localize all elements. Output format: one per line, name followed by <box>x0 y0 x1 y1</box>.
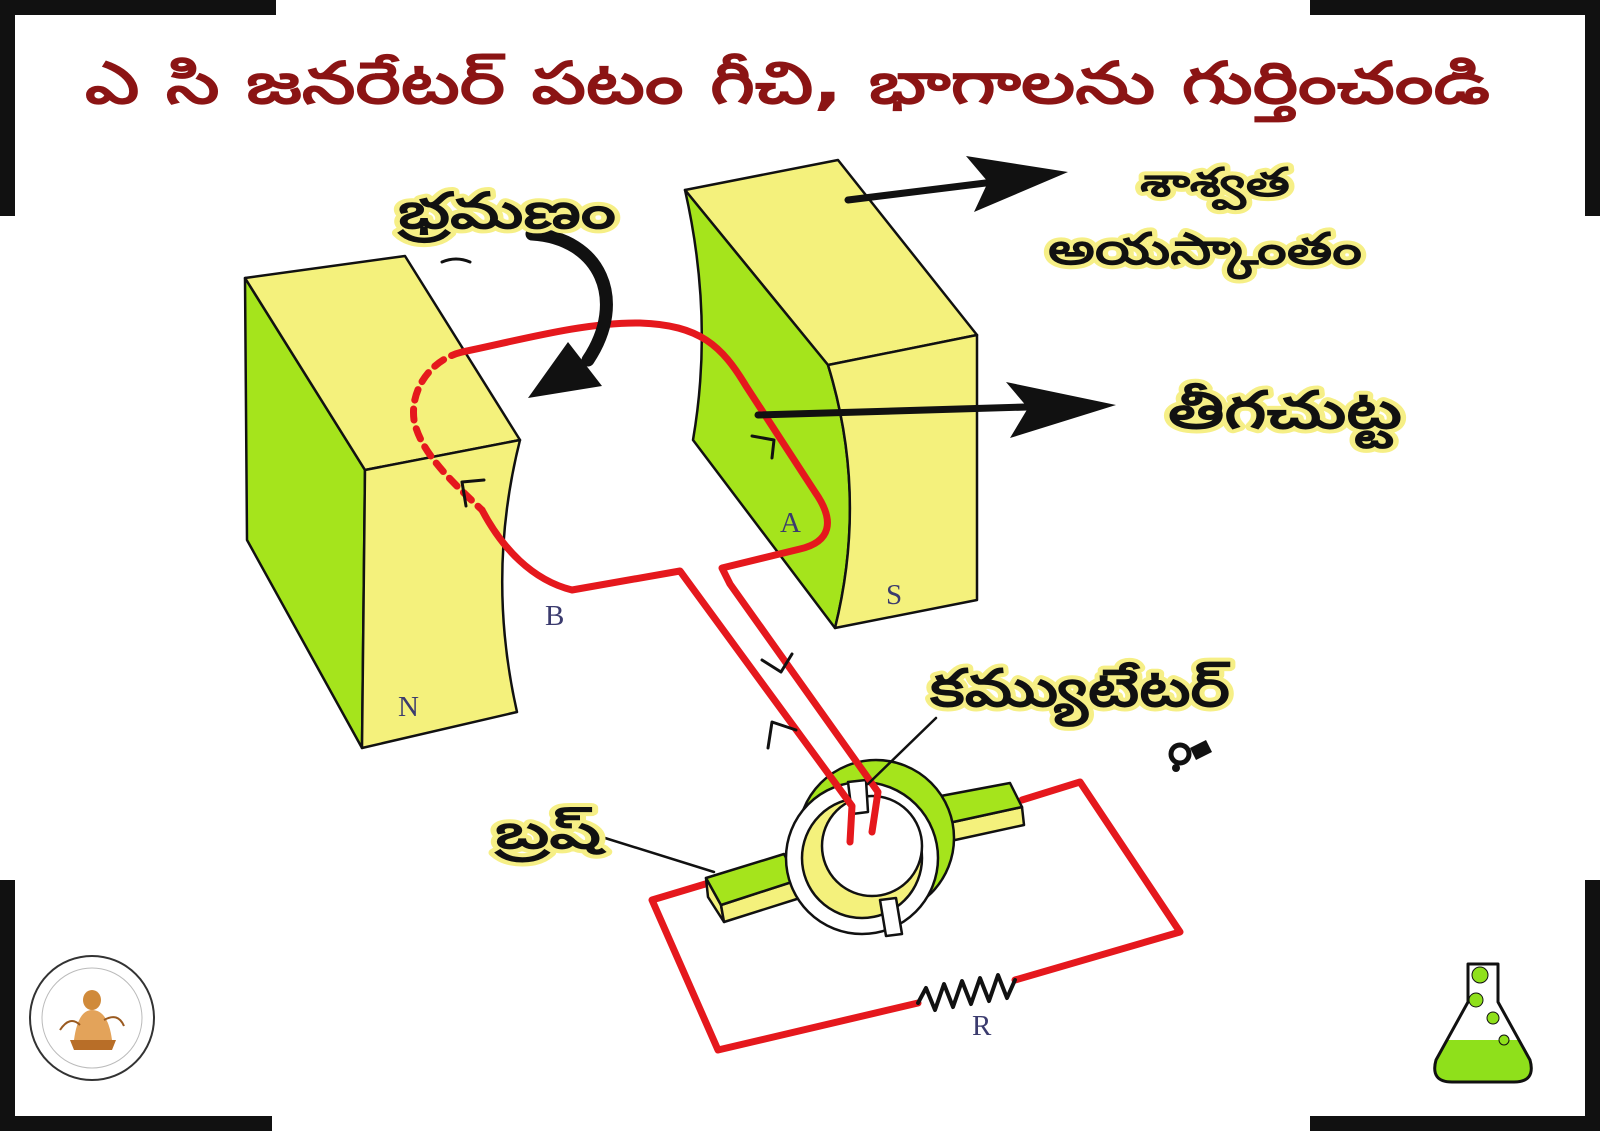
coil-side-a <box>458 319 882 836</box>
brush-leader-line <box>603 836 716 874</box>
page-title: ఎ సి జనరేటర్ పటం గీచి, భాగాలను గుర్తించం… <box>85 49 1490 123</box>
coil <box>410 319 882 846</box>
rotation-label: భ్రమణం <box>396 182 616 244</box>
coil-label: తీగచుట్ట <box>1168 381 1402 449</box>
coil-side-b <box>478 506 856 846</box>
coil-side-b-marker: B <box>545 600 564 632</box>
north-magnet <box>243 254 522 750</box>
split-ring-commutator <box>784 758 956 938</box>
external-circuit <box>648 778 1184 1054</box>
magnet-pointer-arrow-icon <box>844 156 1068 212</box>
resistor <box>916 973 1017 1012</box>
conical-flask-icon <box>1433 962 1533 1084</box>
north-magnet-front-face <box>360 438 522 750</box>
south-pole-marker: S <box>886 579 902 611</box>
left-brush <box>704 852 802 924</box>
coil-side-a-marker: A <box>780 507 801 539</box>
resistor-marker: R <box>972 1010 992 1042</box>
curved-arrow-icon <box>525 227 613 398</box>
current-direction-mark <box>766 720 798 750</box>
brush-label: బ్రష్ <box>493 804 606 863</box>
south-magnet <box>683 158 979 630</box>
permanent-magnet-label-line2: అయస్కాంతం <box>1048 224 1362 280</box>
current-direction-mark <box>760 652 794 674</box>
decorative-glyph-icon <box>1168 740 1212 772</box>
commutator-hole <box>820 794 924 898</box>
current-direction-mark <box>460 478 486 508</box>
circuit-wire-right <box>1011 778 1184 984</box>
north-magnet-mark <box>440 257 472 264</box>
north-pole-marker: N <box>398 691 419 723</box>
south-magnet-front-face <box>826 333 979 630</box>
current-direction-mark <box>750 434 776 460</box>
saraswati-logo <box>29 955 155 1081</box>
commutator-label: కమ్యుటేటర్ <box>929 659 1232 727</box>
circuit-wire-left <box>648 878 922 1054</box>
commutator-split-bottom <box>878 896 904 938</box>
coil-hidden-segment <box>410 348 486 514</box>
permanent-magnet-label-line1: శాశ్వత <box>1140 160 1290 211</box>
coil-pointer-arrow-icon <box>754 382 1116 438</box>
commutator-leader-line <box>866 716 938 786</box>
